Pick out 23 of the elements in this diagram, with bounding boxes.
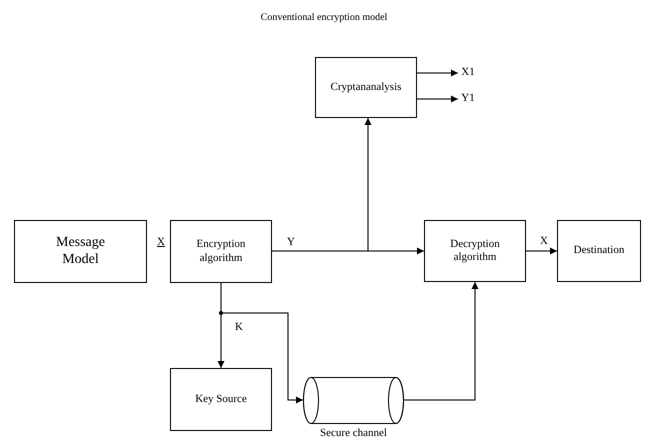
arrow — [272, 118, 372, 252]
arrow — [526, 248, 558, 254]
process-box — [557, 220, 641, 282]
box-label: Decryption algorithm — [449, 238, 501, 264]
process-box — [14, 220, 147, 283]
arrow — [416, 70, 458, 76]
box-label: Message Model — [55, 234, 106, 268]
arrow — [220, 282, 304, 404]
input-label: X — [157, 236, 165, 248]
process-box — [170, 368, 272, 431]
output-label: Y1 — [458, 92, 478, 106]
box-label: Cryptananalysis — [330, 80, 402, 94]
process-box — [170, 220, 272, 283]
arrow — [404, 282, 478, 400]
process-box — [424, 220, 526, 282]
box-label: Key Source — [195, 392, 247, 406]
box-label: Encryption algorithm — [196, 238, 246, 265]
arrow — [416, 96, 458, 102]
diagram-title: Conventional encryption model — [260, 12, 388, 23]
box-label: Destination — [574, 244, 624, 258]
process-box — [315, 57, 417, 118]
output-label: X1 — [458, 66, 478, 80]
node-label: Secure channel — [319, 427, 388, 440]
